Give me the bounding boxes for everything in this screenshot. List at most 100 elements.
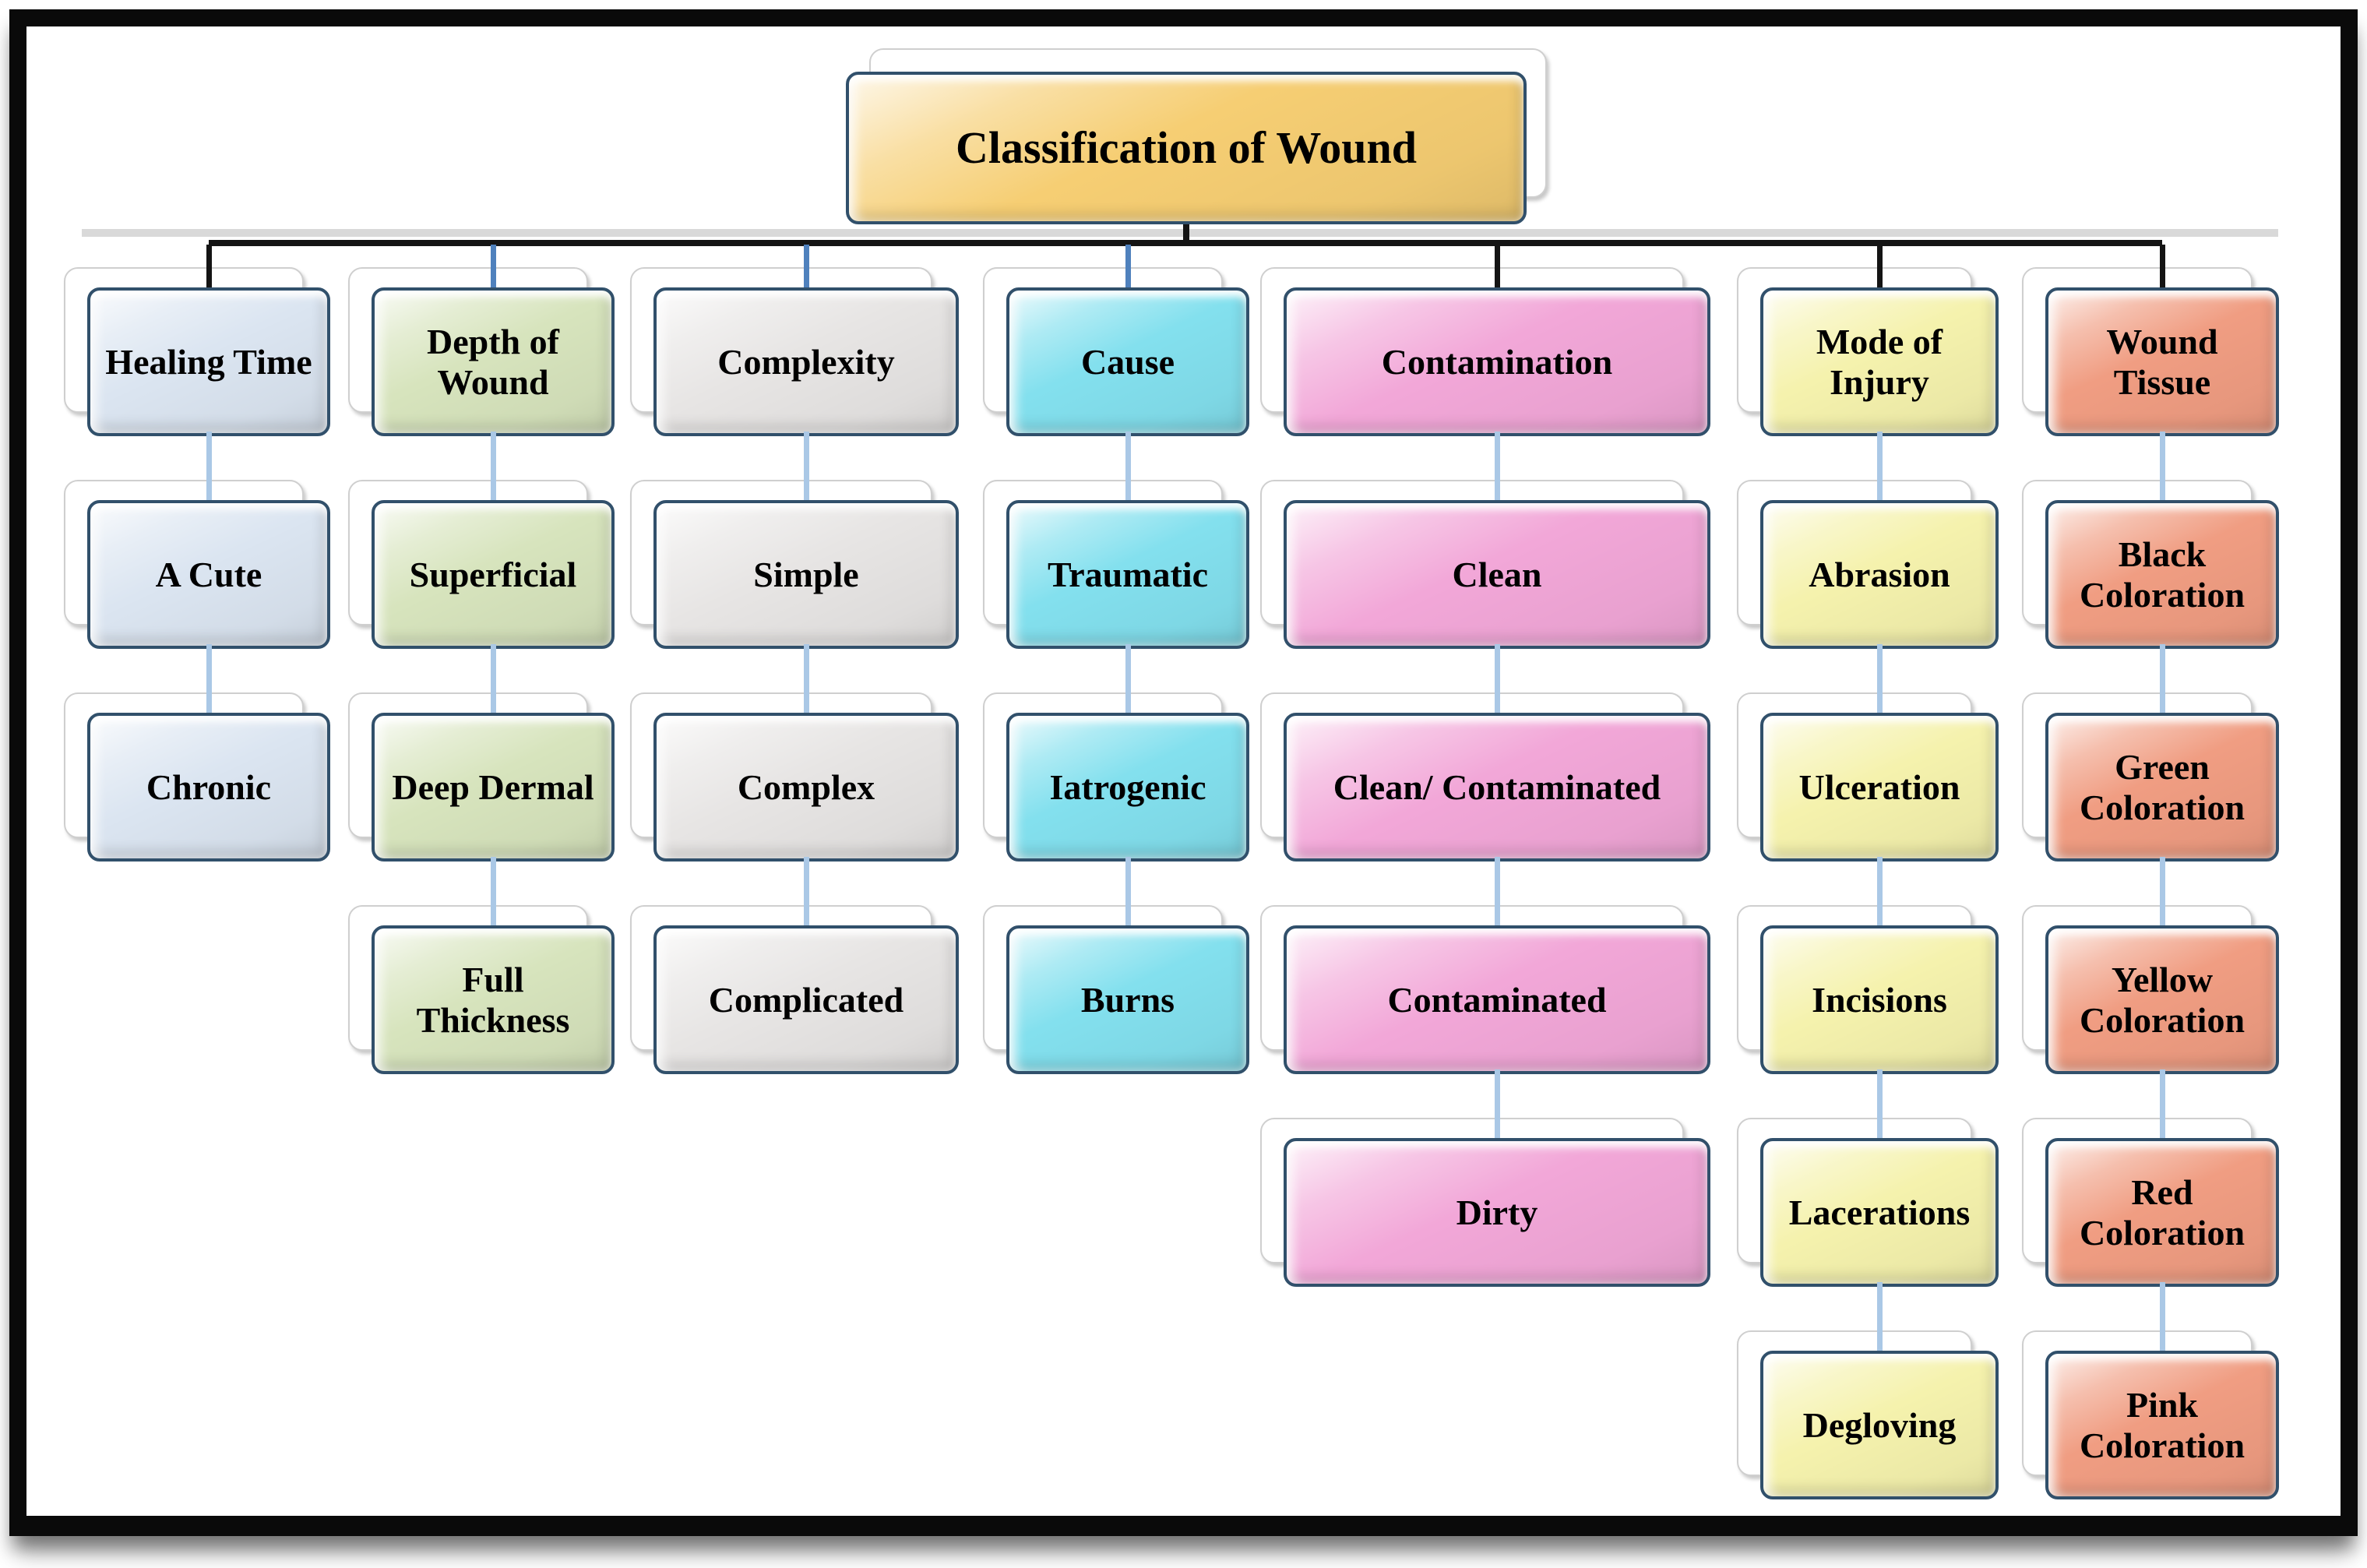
node-clean: Clean — [1260, 480, 1710, 649]
node-incisions: Incisions — [1737, 905, 1999, 1074]
connector-mode-of-injury-incisions — [1877, 857, 1883, 930]
node-clean-label: Clean — [1452, 554, 1542, 594]
node-iatrogenic-label: Iatrogenic — [1049, 766, 1206, 807]
node-incisions-label: Incisions — [1812, 979, 1947, 1020]
node-full-thickness-label: Full Thickness — [416, 959, 570, 1040]
connector-depth-of-wound-deep-dermal — [491, 644, 496, 717]
node-yellow-coloration: Yellow Coloration — [2022, 905, 2279, 1074]
connector-depth-of-wound-full-thickness — [491, 857, 496, 930]
connector-contamination-dirty — [1495, 1069, 1500, 1143]
connector-mode-of-injury-ulceration — [1877, 644, 1883, 717]
node-clean-contaminated: Clean/ Contaminated — [1260, 692, 1710, 862]
connector-drop-cause — [1125, 245, 1131, 290]
connector-cause-traumatic — [1125, 432, 1131, 505]
node-mode-of-injury-label: Mode of Injury — [1816, 321, 1943, 402]
node-classification-of-wound-label: Classification of Wound — [956, 122, 1417, 173]
connector-drop-depth-of-wound — [491, 245, 496, 290]
node-depth-of-wound-label: Depth of Wound — [427, 321, 559, 402]
node-simple-label: Simple — [753, 554, 859, 594]
node-chronic-label: Chronic — [146, 766, 272, 807]
connector-wound-tissue-yellow-coloration — [2160, 857, 2165, 930]
connector-gray-band — [82, 229, 2278, 237]
node-degloving: Degloving — [1737, 1330, 1999, 1499]
connector-mode-of-injury-abrasion — [1877, 432, 1883, 505]
connector-drop-complexity — [804, 245, 809, 290]
node-simple: Simple — [630, 480, 959, 649]
connector-title-stub — [1183, 223, 1189, 241]
connector-wound-tissue-red-coloration — [2160, 1069, 2165, 1143]
node-yellow-coloration-label: Yellow Coloration — [2079, 959, 2245, 1040]
connector-contamination-clean-contaminated — [1495, 644, 1500, 717]
connector-mode-of-injury-lacerations — [1877, 1069, 1883, 1143]
node-complexity: Complexity — [630, 267, 959, 436]
node-wound-tissue: Wound Tissue — [2022, 267, 2279, 436]
node-pink-coloration: Pink Coloration — [2022, 1330, 2279, 1499]
node-a-cute-label: A Cute — [155, 554, 262, 594]
node-cause: Cause — [983, 267, 1249, 436]
connector-cause-burns — [1125, 857, 1131, 930]
node-dirty: Dirty — [1260, 1118, 1710, 1287]
node-contaminated-label: Contaminated — [1387, 979, 1607, 1020]
node-contaminated: Contaminated — [1260, 905, 1710, 1074]
node-complexity-label: Complexity — [717, 341, 895, 382]
connector-horizontal-line — [209, 240, 2162, 246]
connector-contamination-contaminated — [1495, 857, 1500, 930]
node-wound-tissue-label: Wound Tissue — [2106, 321, 2218, 402]
node-classification-of-wound: Classification of Wound — [846, 48, 1547, 224]
node-complex: Complex — [630, 692, 959, 862]
node-deep-dermal-label: Deep Dermal — [392, 766, 594, 807]
node-abrasion: Abrasion — [1737, 480, 1999, 649]
connector-contamination-clean — [1495, 432, 1500, 505]
node-green-coloration: Green Coloration — [2022, 692, 2279, 862]
connector-drop-contamination — [1495, 245, 1500, 290]
connector-complexity-complicated — [804, 857, 809, 930]
connector-depth-of-wound-superficial — [491, 432, 496, 505]
connector-wound-tissue-black-coloration — [2160, 432, 2165, 505]
node-burns-label: Burns — [1080, 979, 1175, 1020]
node-ulceration-label: Ulceration — [1798, 766, 1960, 807]
node-ulceration: Ulceration — [1737, 692, 1999, 862]
node-burns: Burns — [983, 905, 1249, 1074]
node-complicated-label: Complicated — [708, 979, 904, 1020]
node-traumatic-label: Traumatic — [1047, 554, 1209, 594]
node-contamination-label: Contamination — [1381, 341, 1613, 382]
node-healing-time: Healing Time — [64, 267, 330, 436]
connector-complexity-simple — [804, 432, 809, 505]
node-red-coloration-label: Red Coloration — [2079, 1172, 2245, 1253]
node-dirty-label: Dirty — [1456, 1192, 1538, 1232]
connector-healing-time-chronic — [206, 644, 212, 717]
node-degloving-label: Degloving — [1802, 1404, 1957, 1445]
node-clean-contaminated-label: Clean/ Contaminated — [1333, 766, 1661, 807]
node-red-coloration: Red Coloration — [2022, 1118, 2279, 1287]
node-deep-dermal: Deep Dermal — [348, 692, 615, 862]
node-green-coloration-label: Green Coloration — [2079, 746, 2245, 827]
node-traumatic: Traumatic — [983, 480, 1249, 649]
connector-wound-tissue-pink-coloration — [2160, 1282, 2165, 1355]
node-complex-label: Complex — [737, 766, 875, 807]
connector-drop-wound-tissue — [2160, 245, 2165, 290]
node-black-coloration: Black Coloration — [2022, 480, 2279, 649]
connector-healing-time-a-cute — [206, 432, 212, 505]
node-depth-of-wound: Depth of Wound — [348, 267, 615, 436]
node-black-coloration-label: Black Coloration — [2079, 534, 2245, 615]
node-lacerations-label: Lacerations — [1788, 1192, 1971, 1232]
node-mode-of-injury: Mode of Injury — [1737, 267, 1999, 436]
connector-drop-healing-time — [206, 245, 212, 290]
node-complicated: Complicated — [630, 905, 959, 1074]
connector-complexity-complex — [804, 644, 809, 717]
node-contamination: Contamination — [1260, 267, 1710, 436]
node-healing-time-label: Healing Time — [105, 341, 312, 382]
connector-wound-tissue-green-coloration — [2160, 644, 2165, 717]
node-cause-label: Cause — [1080, 341, 1175, 382]
node-superficial: Superficial — [348, 480, 615, 649]
node-chronic: Chronic — [64, 692, 330, 862]
node-iatrogenic: Iatrogenic — [983, 692, 1249, 862]
node-abrasion-label: Abrasion — [1809, 554, 1950, 594]
connector-drop-mode-of-injury — [1877, 245, 1883, 290]
connector-cause-iatrogenic — [1125, 644, 1131, 717]
connector-mode-of-injury-degloving — [1877, 1282, 1883, 1355]
node-full-thickness: Full Thickness — [348, 905, 615, 1074]
node-lacerations: Lacerations — [1737, 1118, 1999, 1287]
